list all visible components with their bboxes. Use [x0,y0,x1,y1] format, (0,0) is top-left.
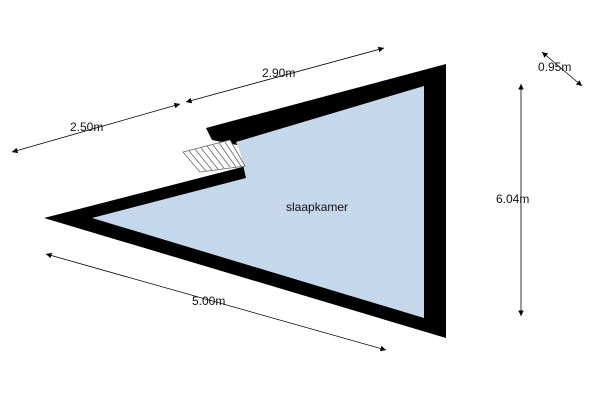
room-label: slaapkamer [286,200,349,214]
dimension-lines [11,46,583,352]
dimension-top-left: 2.50m [70,120,104,134]
dimension-right: 6.04m [496,192,530,206]
dimension-bottom: 5.00m [192,294,226,308]
stairs [182,139,246,173]
dimension-corner: 0.95m [538,60,572,74]
dimension-top-right: 2.90m [262,66,296,80]
